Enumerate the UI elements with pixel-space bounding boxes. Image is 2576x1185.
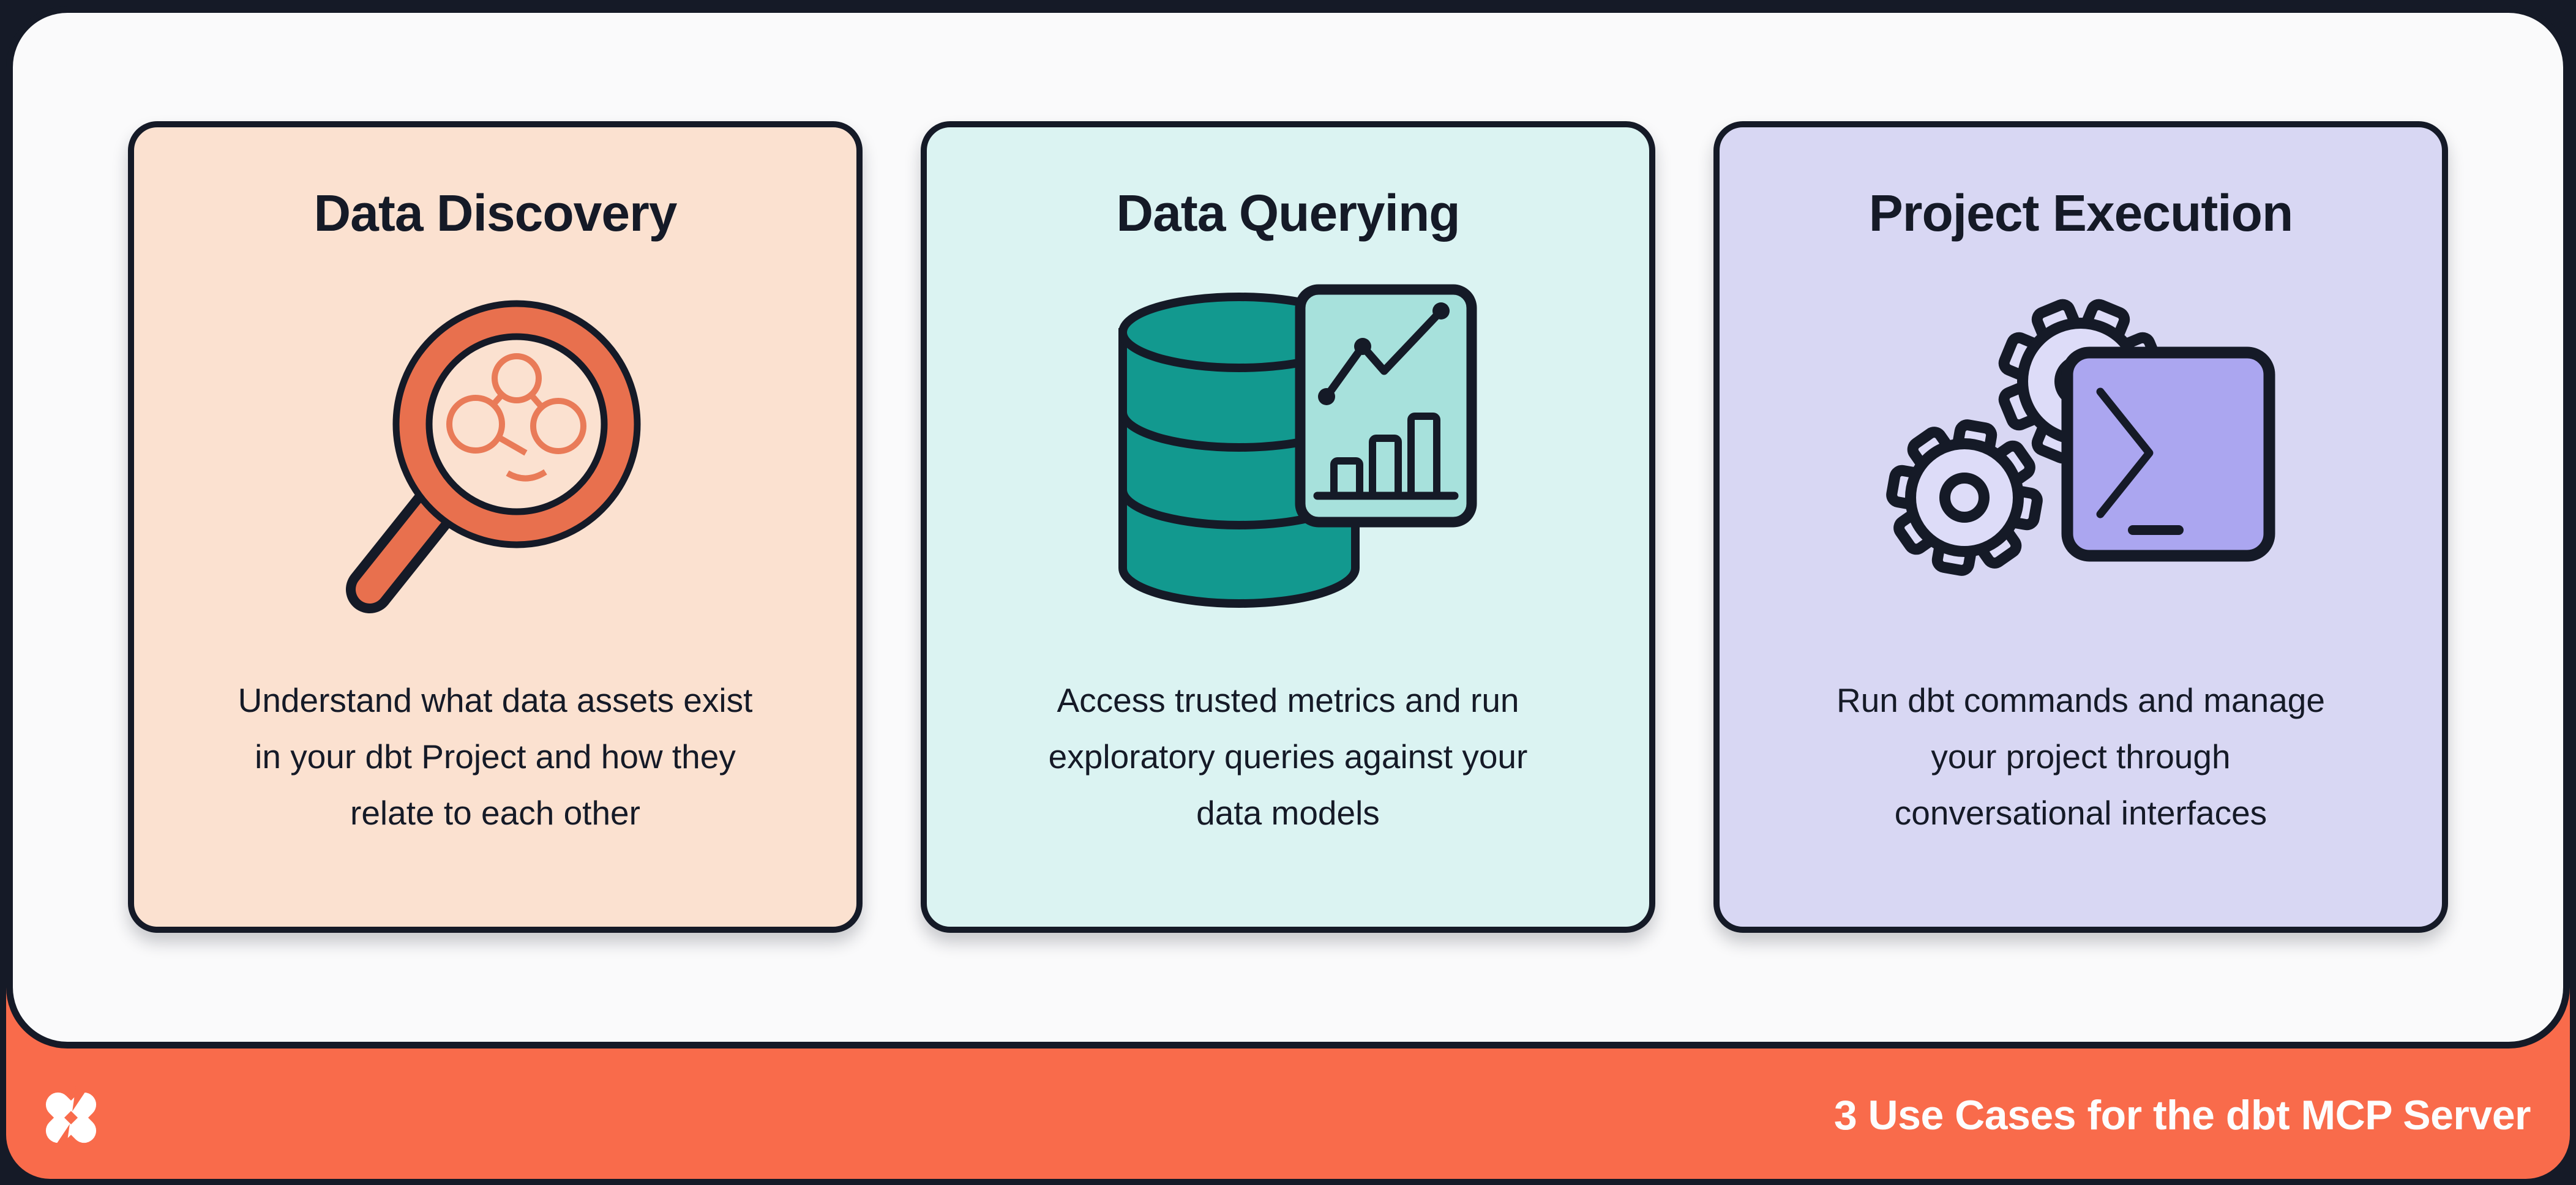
chart-panel-icon (1295, 284, 1477, 527)
dbt-logo (45, 1086, 97, 1149)
card-data-discovery: Data Discovery Understand what data (128, 121, 863, 933)
gear-icon (1886, 419, 2043, 576)
gears-terminal-icon (1886, 299, 2275, 576)
card-icon-area (964, 243, 1612, 672)
card-description: Access trusted metrics and run explorato… (1048, 681, 1528, 832)
card-icon-area (171, 243, 820, 672)
card-title: Data Querying (1116, 184, 1460, 242)
card-title: Project Execution (1868, 184, 2294, 242)
magnifier-lineage-icon (346, 300, 641, 613)
card-description: Run dbt commands and manage your project… (1837, 681, 2325, 832)
card-icon-area (1756, 243, 2405, 672)
terminal-icon (2061, 346, 2275, 561)
card-description: Understand what data assets exist in you… (238, 681, 753, 832)
card-title: Data Discovery (313, 184, 678, 242)
card-data-querying: Data Querying (921, 121, 1655, 933)
card-project-execution: Project Execution (1713, 121, 2448, 933)
footer-title: 3 Use Cases for the dbt MCP Server (1833, 1092, 2531, 1138)
database-chart-icon (1118, 284, 1477, 608)
